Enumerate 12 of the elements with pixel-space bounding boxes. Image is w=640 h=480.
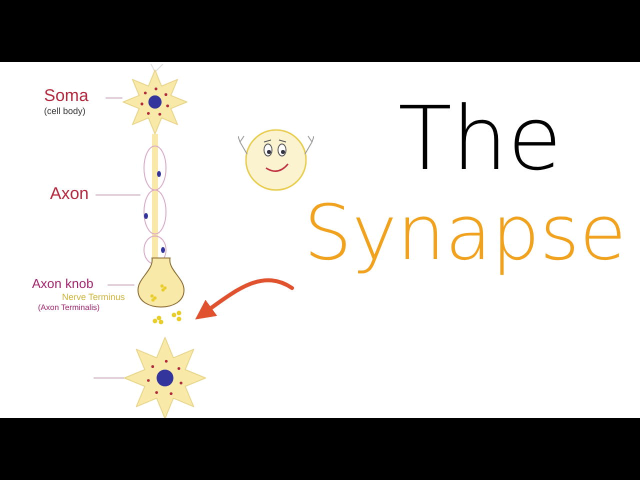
curved-arrow <box>195 278 294 320</box>
part-note: (cell body) <box>44 106 86 117</box>
part-label: Nerve Terminus <box>61 292 125 303</box>
leader-line <box>108 284 134 286</box>
part-label: Soma <box>44 86 88 106</box>
neuron-drawing <box>124 336 208 418</box>
part-note: (Axon Terminalis) <box>37 303 100 313</box>
leader-line <box>96 194 140 196</box>
part-label: Axon knob <box>32 276 94 292</box>
part-label: Axon <box>50 184 89 204</box>
neuron-soma-drawing <box>122 64 188 136</box>
title-text: The Synapse <box>302 88 628 277</box>
